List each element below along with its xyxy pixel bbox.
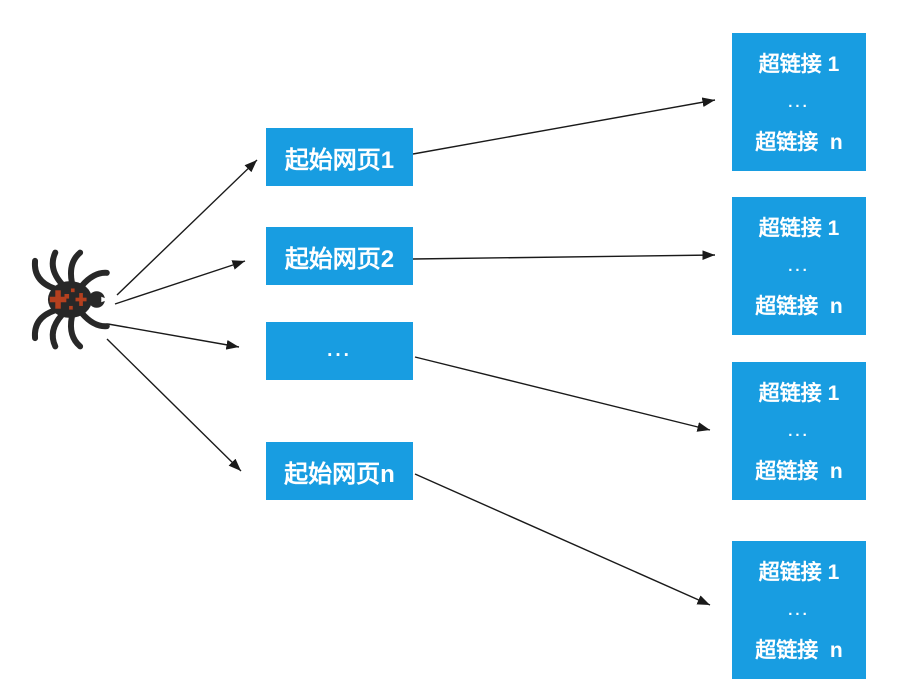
hyperlink-box-1: 超链接 1 ... 超链接 n	[732, 33, 866, 171]
hyperlink-box-4: 超链接 1 ... 超链接 n	[732, 541, 866, 679]
hyperlink-label: 超链接 1	[758, 561, 840, 585]
hyperlink-label: 超链接 1	[758, 382, 840, 406]
hyperlink-label: 超链接 n	[755, 294, 843, 318]
hyperlink-box-2: 超链接 1 ... 超链接 n	[732, 197, 866, 335]
arrow-start-2-to-links-2	[412, 250, 716, 261]
arrow-crawler-to-start-n	[106, 338, 242, 472]
ellipsis-label: ...	[788, 601, 810, 619]
arrow-crawler-to-start-more	[107, 323, 240, 350]
start-page-label: 起始网页n	[284, 460, 395, 488]
ellipsis-label: ...	[788, 422, 810, 440]
start-page-label: 起始网页1	[284, 146, 395, 174]
hyperlink-label: 超链接 n	[755, 130, 843, 154]
arrow-start-more-to-links-3	[414, 356, 711, 432]
ellipsis-label: ...	[788, 257, 810, 275]
ellipsis-label: ...	[327, 340, 352, 361]
start-page-box-n: 起始网页n	[266, 442, 413, 500]
spider-icon	[31, 249, 110, 350]
start-page-label: 起始网页2	[284, 245, 395, 273]
start-page-box-1: 起始网页1	[266, 128, 413, 186]
hyperlink-label: 超链接 1	[758, 53, 840, 77]
arrow-start-n-to-links-4	[414, 473, 711, 606]
start-page-box-more: ...	[266, 322, 413, 380]
arrow-crawler-to-start-1	[116, 159, 258, 296]
hyperlink-label: 超链接 1	[758, 217, 840, 241]
hyperlink-label: 超链接 n	[755, 459, 843, 483]
hyperlink-label: 超链接 n	[755, 638, 843, 662]
arrow-crawler-to-start-2	[114, 260, 246, 305]
start-page-box-2: 起始网页2	[266, 227, 413, 285]
ellipsis-label: ...	[788, 93, 810, 111]
arrow-start-1-to-links-1	[412, 97, 716, 155]
hyperlink-box-3: 超链接 1 ... 超链接 n	[732, 362, 866, 500]
